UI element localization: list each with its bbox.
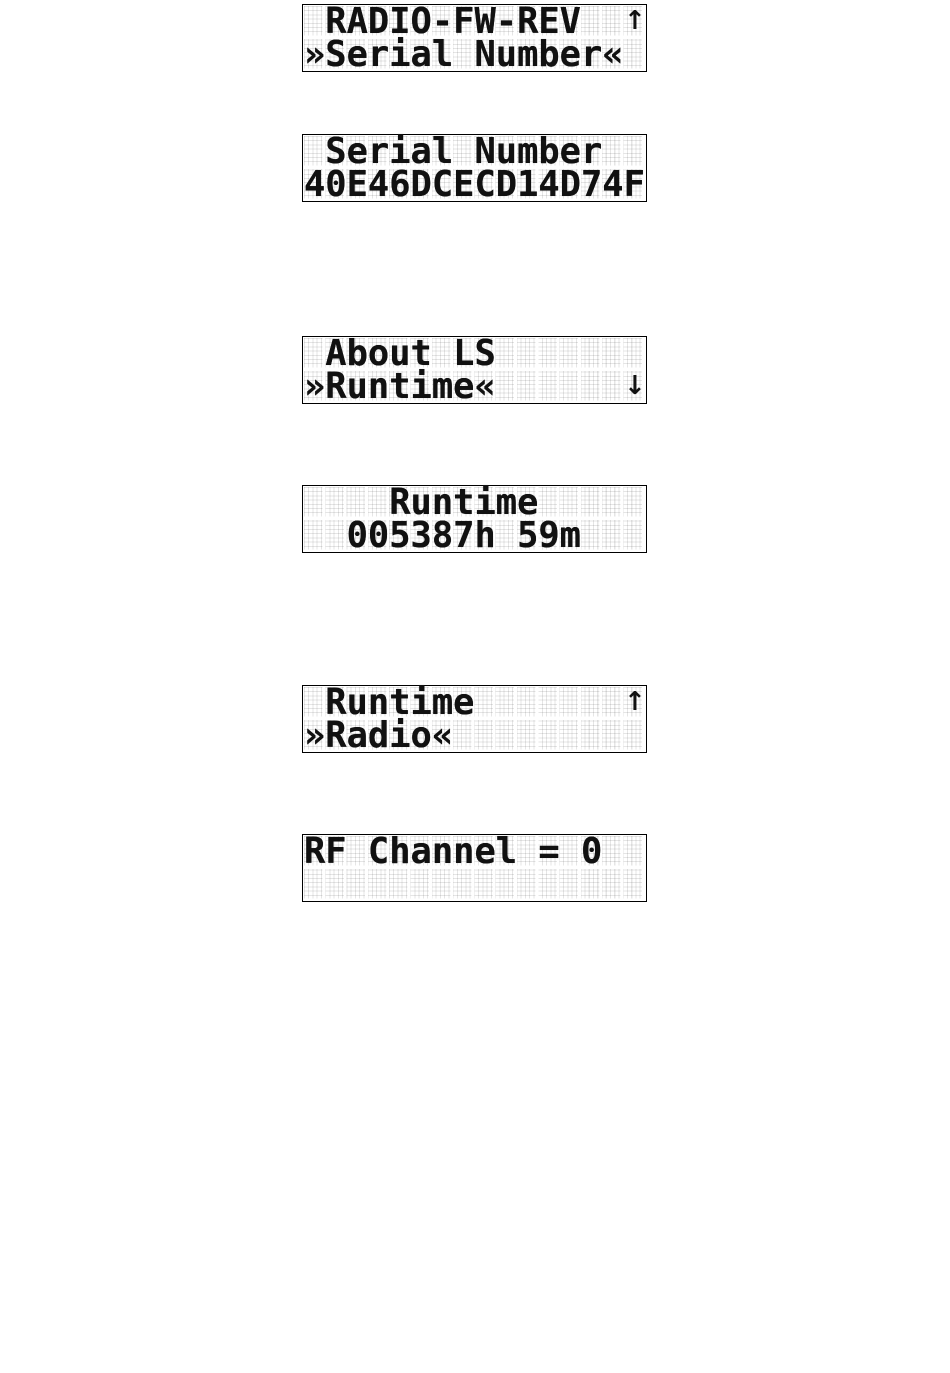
lcd-screen-serial-number: Serial Number 40E46DCECD14D74F (302, 134, 647, 202)
lcd-screen-radio-fw-rev: RADIO-FW-REV »Serial Number« ↑ (302, 4, 647, 72)
lcd-screen-runtime-menu: Runtime »Radio« ↑ (302, 685, 647, 753)
lcd-line-2-selected-menu-item[interactable]: »Radio« (303, 719, 646, 752)
lcd-screen-runtime: Runtime 005387h 59m (302, 485, 647, 553)
down-arrow-icon: ↓ (624, 370, 644, 403)
rf-channel-value: RF Channel = 0 (303, 835, 646, 868)
runtime-value: 005387h 59m (303, 519, 646, 552)
serial-number-value: 40E46DCECD14D74F (303, 168, 646, 201)
lcd-line-2-selected-menu-item[interactable]: »Serial Number« (303, 38, 646, 71)
lcd-line-2-selected-menu-item[interactable]: »Runtime« (303, 370, 646, 403)
lcd-screen-rf-channel: RF Channel = 0 (302, 834, 647, 902)
up-arrow-icon: ↑ (624, 5, 644, 38)
up-arrow-icon: ↑ (624, 686, 644, 719)
lcd-screen-about-ls: About LS »Runtime« ↓ (302, 336, 647, 404)
lcd-line-2 (303, 868, 646, 901)
